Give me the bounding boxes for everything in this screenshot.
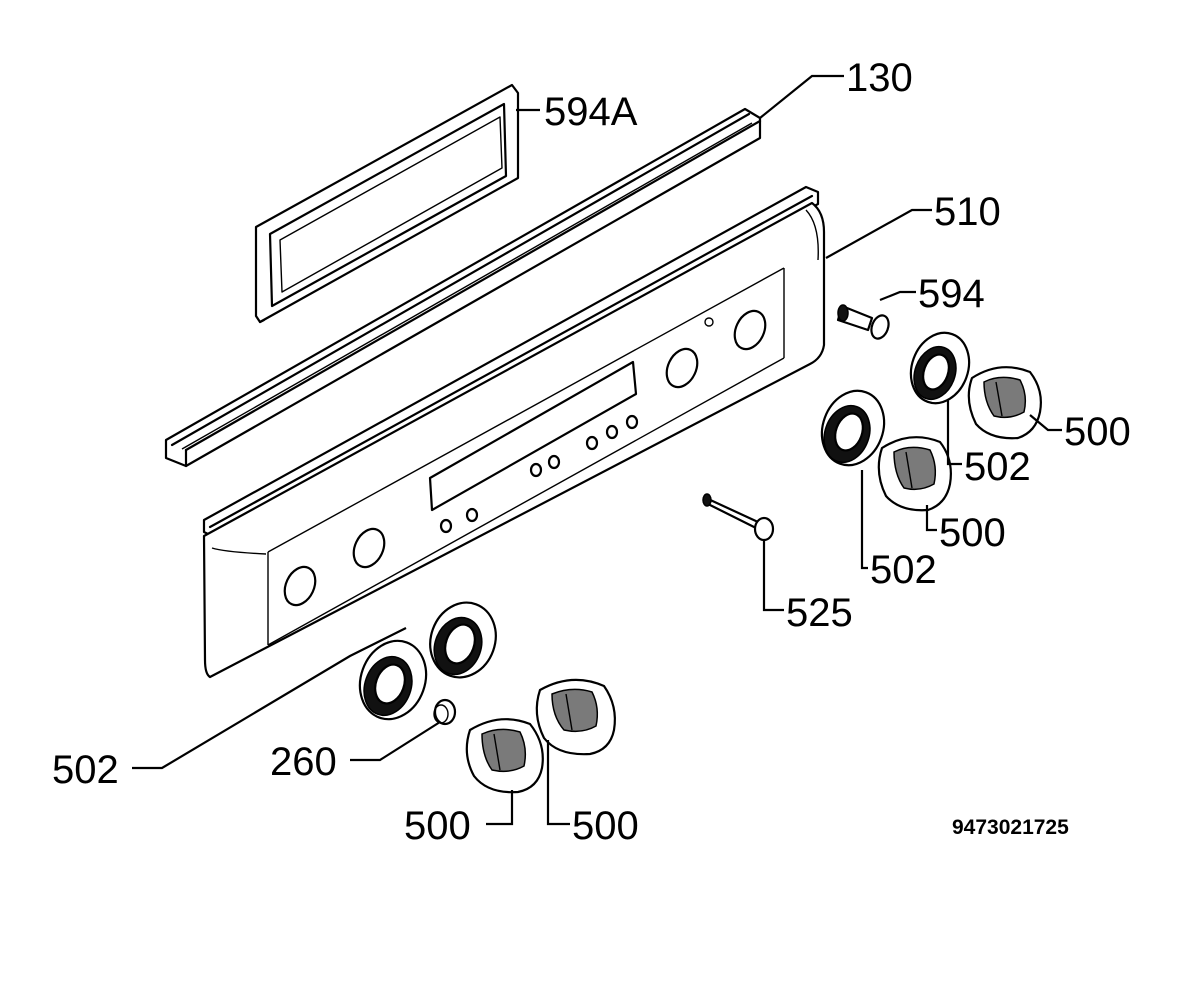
label-500-right-mid: 500 (939, 511, 1006, 555)
part-260-spring (433, 698, 457, 726)
label-500-left-b: 500 (572, 804, 639, 848)
part-594-lamp (836, 304, 890, 340)
part-500-knob-left-a (465, 718, 544, 794)
label-502-left: 502 (52, 748, 119, 792)
label-594a: 594A (544, 90, 638, 134)
label-500-left-a: 500 (404, 804, 471, 848)
part-510-control-panel (202, 185, 826, 679)
part-500-knob-left-b (535, 678, 616, 756)
part-594a-window-frame (254, 83, 520, 324)
label-594: 594 (918, 272, 985, 316)
part-502-ring-right-top (909, 331, 971, 405)
document-id: 9473021725 (952, 816, 1069, 839)
part-130-angle-strip (164, 107, 762, 468)
label-260: 260 (270, 740, 337, 784)
leader-lines (132, 74, 1062, 826)
part-500-knob-right-top (967, 366, 1042, 440)
label-130: 130 (846, 56, 913, 100)
part-525-spindle (702, 493, 775, 542)
label-510: 510 (934, 190, 1001, 234)
label-502-right-mid: 502 (870, 548, 937, 592)
part-502-ring-right-mid (820, 389, 886, 467)
part-500-knob-right-mid (877, 436, 952, 512)
label-500-right-top: 500 (1064, 410, 1131, 454)
part-502-ring-left (358, 601, 497, 721)
label-502-right-top: 502 (964, 445, 1031, 489)
label-525: 525 (786, 591, 853, 635)
